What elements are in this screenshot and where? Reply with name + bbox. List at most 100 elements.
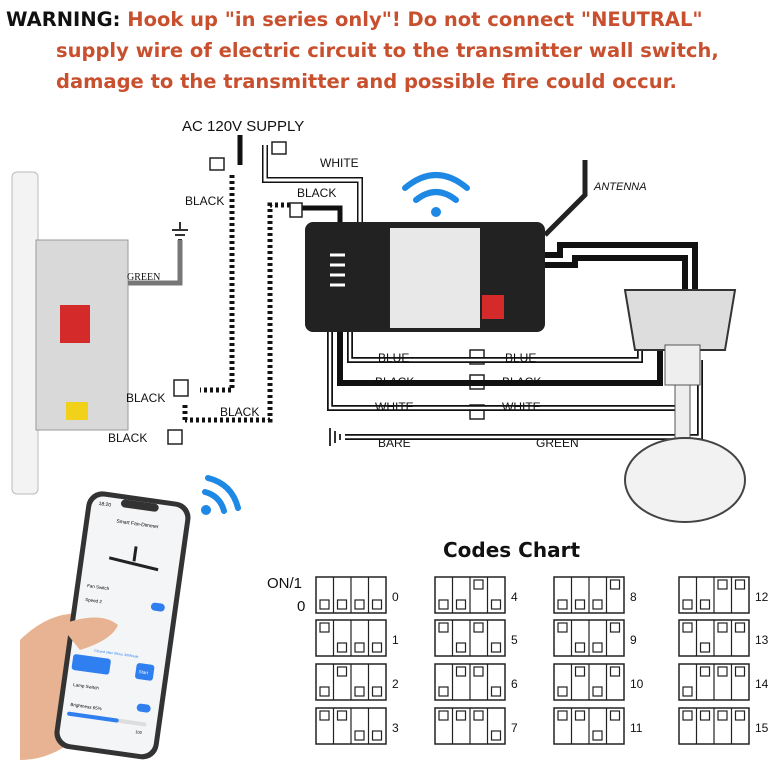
dip-switch-on [336, 710, 348, 721]
lamp-toggle[interactable] [136, 703, 151, 713]
label-blue-right: BLUE [505, 351, 536, 365]
dip-switch-off [371, 686, 383, 697]
dip-switch-off [336, 599, 348, 610]
dip-switch-on [682, 710, 693, 721]
dip-code-12: 12 [678, 576, 768, 614]
receiver-label [390, 228, 480, 328]
dip-code-11: 11 [553, 707, 643, 745]
dip-switch-off [682, 599, 693, 610]
code-number: 11 [630, 721, 643, 735]
dip-switch-on [574, 666, 586, 677]
code-number: 0 [392, 590, 399, 604]
dip-switch-off [371, 642, 383, 653]
ground-icon [329, 428, 341, 446]
dip-switch-off [699, 599, 711, 610]
code-number: 10 [630, 677, 644, 691]
label-white-mid-left: WHITE [375, 400, 414, 414]
dip-switch-off [354, 730, 365, 741]
label-black-top: BLACK [297, 186, 336, 200]
dip-switch-on [574, 710, 586, 721]
phone-fan-switch: Fan Switch [87, 583, 110, 591]
code-number: 7 [511, 721, 518, 735]
start-button[interactable] [135, 663, 155, 681]
code-number: 4 [511, 590, 518, 604]
black-wire-top [300, 205, 343, 225]
dip-switch-on [455, 666, 467, 677]
on-label: ON/1 [267, 575, 303, 592]
dip-switch-off [557, 599, 568, 610]
dip-switch-off [354, 599, 365, 610]
dip-switch-on [717, 666, 728, 677]
dip-switch-off [490, 642, 502, 653]
dip-code-9: 9 [553, 619, 637, 657]
dip-switch-off [354, 642, 365, 653]
code-number: 5 [511, 633, 518, 647]
code-number: 13 [755, 633, 768, 647]
code-number: 8 [630, 590, 637, 604]
dip-switch-off [438, 686, 449, 697]
dip-switch-off [699, 642, 711, 653]
warning-text: WARNING: Hook up "in series only"! Do no… [6, 4, 766, 97]
green-wire-left [128, 240, 183, 286]
dip-code-8: 8 [553, 576, 637, 614]
label-white-top: WHITE [320, 156, 359, 170]
warning-label: WARNING: [6, 8, 121, 31]
dip-switch-off [336, 642, 348, 653]
dip-switch-on [557, 622, 568, 633]
code-number: 9 [630, 633, 637, 647]
fan-motor [624, 437, 746, 523]
label-antenna: ANTENNA [593, 181, 647, 193]
dip-switch-off [371, 599, 383, 610]
code-number: 1 [392, 633, 399, 647]
dip-switch-off [490, 599, 502, 610]
code-number: 14 [755, 677, 768, 691]
fan-image [108, 546, 159, 572]
dip-switch-red [60, 305, 90, 343]
warning-line-1: Hook up "in series only"! Do not connect… [127, 8, 703, 31]
dip-code-4: 4 [434, 576, 518, 614]
dip-switch-on [438, 622, 449, 633]
label-black-switch-2: BLACK [220, 405, 259, 419]
code-number: 15 [755, 721, 768, 735]
timer-selector[interactable] [71, 654, 111, 675]
dip-switch-off [574, 599, 586, 610]
dip-switch-on [438, 710, 449, 721]
dip-code-3: 3 [315, 707, 399, 745]
label-green-left: GREEN [127, 272, 160, 283]
dip-switch-off [490, 730, 502, 741]
wall-plate [11, 171, 39, 495]
dip-code-10: 10 [553, 663, 644, 701]
warning-line-2: supply wire of electric circuit to the t… [56, 39, 719, 62]
dip-switch-on [734, 622, 746, 633]
label-black-switch-3: BLACK [108, 431, 147, 445]
dip-switch-off [455, 599, 467, 610]
phone-lamp-switch: Lamp Switch [73, 682, 100, 691]
code-number: 6 [511, 677, 518, 691]
code-number: 2 [392, 677, 399, 691]
dip-switch-off [371, 730, 383, 741]
dip-switch-on [609, 579, 621, 590]
dip-code-14: 14 [678, 663, 768, 701]
dip-code-5: 5 [434, 619, 518, 657]
brightness-slider[interactable] [67, 711, 119, 723]
fan-downrod [674, 384, 691, 446]
dip-switch-off [319, 686, 330, 697]
wifi-icon [202, 475, 241, 514]
dip-switch-off [490, 686, 502, 697]
dip-switch-on [455, 710, 467, 721]
fan-toggle[interactable] [150, 602, 165, 612]
dip-switch-off [574, 642, 586, 653]
dip-switch-on [609, 666, 621, 677]
start-label: Start [138, 669, 149, 675]
dip-switch-off [557, 686, 568, 697]
dip-switch-on [717, 710, 728, 721]
dip-switch-on [682, 622, 693, 633]
dip-switch-on [609, 622, 621, 633]
label-black-mid-left: BLACK [375, 375, 414, 389]
dip-switch-on [473, 622, 484, 633]
phone-time: 18:20 [98, 501, 111, 509]
dip-code-6: 6 [434, 663, 518, 701]
antenna [543, 160, 588, 237]
phone-brightness: Brightness 65% [70, 702, 102, 711]
